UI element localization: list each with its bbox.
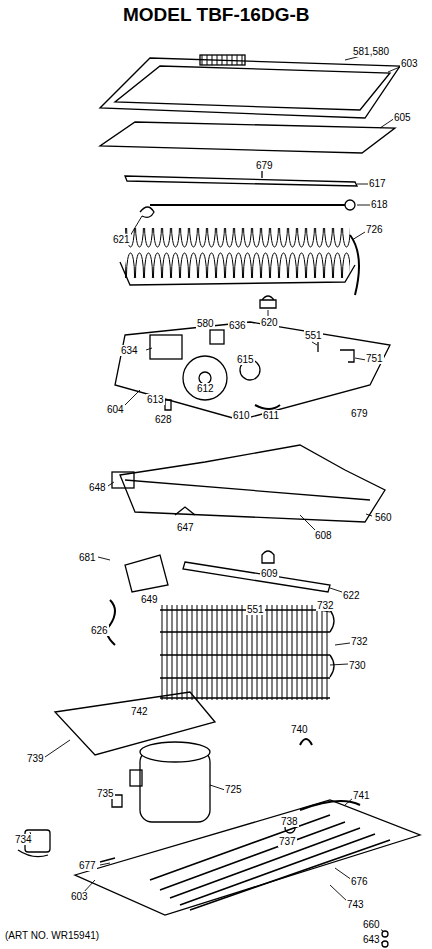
callout-number: 560 [374,512,393,523]
callout-number: 737 [278,836,297,847]
callout-number: 613 [146,394,165,405]
callout-number: 551 [246,604,265,615]
hose [255,405,280,409]
base-plate [75,800,420,915]
callout-number: 615 [236,354,255,365]
callout-number: 743 [346,899,365,910]
callout-number: 677 [78,860,97,871]
nut [382,941,388,947]
callout-number: 551 [304,330,323,341]
screw [317,342,318,352]
cover [120,445,385,522]
callout-number: 605 [393,112,412,123]
clip [340,350,354,362]
callout-number: 740 [290,724,309,735]
cover-edge [125,480,370,500]
coil-tube [350,235,359,295]
bracket [175,507,195,515]
tube-741 [300,801,360,810]
wire [18,850,48,857]
callout-number: 621 [112,234,131,245]
bracket [210,330,224,344]
heater-rod [150,204,345,206]
screw [382,931,388,937]
callout-number: 679 [350,408,369,419]
callout-number: 739 [26,753,45,764]
model-title: MODEL TBF-16DG-B [123,4,309,26]
callout-number: 648 [88,482,107,493]
clip-740 [300,739,312,745]
callout-number: 679 [255,160,274,171]
callout-number: 608 [314,530,333,541]
art-number: (ART NO. WR15941) [4,930,100,941]
condenser [160,605,330,700]
thermostat [112,472,134,488]
leader-lines [30,55,402,943]
callout-number: 643 [362,934,381,945]
callout-number: 618 [370,199,389,210]
top-tray [100,58,400,118]
callout-number: 626 [90,625,109,636]
callout-number: 741 [352,790,371,801]
cup [260,296,276,308]
compressor-top [140,742,210,762]
callout-number: 726 [365,224,384,235]
fan-motor-box [150,335,182,359]
callout-number: 725 [224,784,243,795]
callout-number: 732 [350,636,369,647]
grommet [262,551,274,563]
callout-number: 735 [96,788,115,799]
coil-frame [120,262,355,285]
rod-end [345,200,355,210]
callout-number: 676 [350,876,369,887]
screw [100,858,115,862]
clamp [107,600,115,645]
callout-number: 734 [14,834,33,845]
grommet [165,400,171,410]
callout-number: 622 [342,590,361,601]
callout-number: 609 [260,568,279,579]
bracket-649 [125,555,168,592]
callout-number: 649 [140,594,159,605]
cover-plate [100,122,395,153]
callout-number: 636 [228,320,247,331]
tray-grille [200,55,245,65]
callout-number: 580 [196,318,215,329]
callout-number: 742 [130,706,149,717]
base-coil [150,815,390,910]
strip [183,562,330,592]
callout-number: 738 [280,816,299,827]
callout-number: 611 [262,410,280,421]
callout-number: 603 [400,58,419,69]
callout-number: 628 [154,414,173,425]
callout-number: 751 [365,353,384,364]
callout-number: 603 [70,891,89,902]
evaporator-coil [125,228,350,278]
callout-number: 617 [368,178,387,189]
callout-number: 730 [348,660,367,671]
terminal [130,770,142,786]
clip [140,207,154,217]
callout-number: 660 [362,919,381,930]
callout-number: 681 [78,552,97,563]
support-bar [125,176,357,186]
callout-number: 620 [260,317,279,328]
callout-number: 612 [196,383,215,394]
callout-number: 604 [106,404,125,415]
fan-plate [115,322,390,420]
condenser-tubes [160,610,330,698]
callout-number: 581,580 [352,46,390,57]
tray-inner [115,66,390,110]
callout-number: 634 [120,345,139,356]
return-bends [330,610,334,677]
callout-number: 610 [232,410,251,421]
callout-number: 732 [316,600,335,611]
callout-number: 647 [176,522,195,533]
fan-blade [183,356,227,400]
